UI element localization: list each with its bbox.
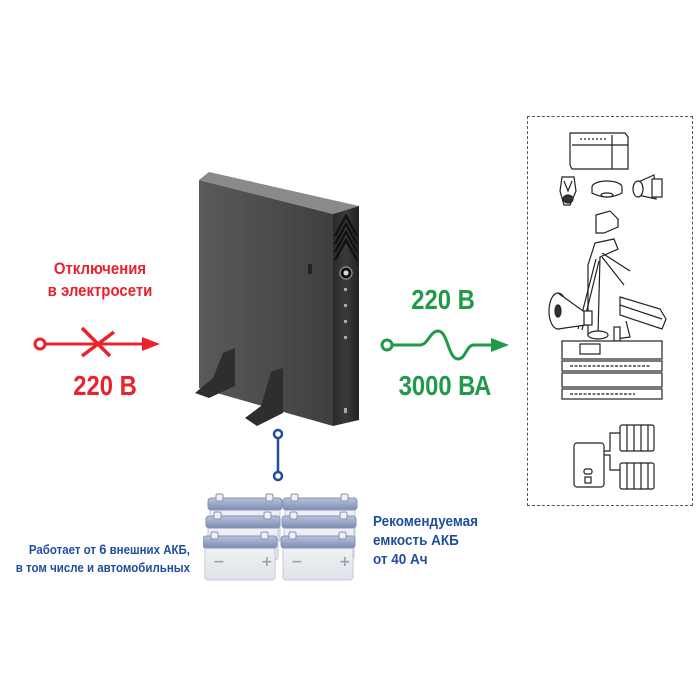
svg-text:−: − bbox=[291, 554, 303, 570]
outage-title-line2: в электросети bbox=[47, 281, 153, 300]
card-reader-icon bbox=[595, 210, 620, 234]
svg-text:−: − bbox=[213, 554, 225, 570]
motion-sensor-icon bbox=[559, 176, 577, 206]
loads-icons bbox=[548, 132, 667, 490]
sine-wave-arrow-icon bbox=[380, 329, 509, 361]
battery-count: 6 bbox=[99, 541, 107, 557]
output-voltage: 220 В bbox=[411, 284, 475, 315]
svg-text:+: + bbox=[261, 554, 273, 570]
loudspeaker-horn-icon bbox=[548, 292, 593, 330]
battery-note-suffix: внешних АКБ, bbox=[106, 543, 190, 557]
security-alarm-panel-icon bbox=[569, 132, 629, 170]
broken-power-line-arrow-icon bbox=[33, 326, 160, 358]
battery-note: Работает от 6 внешних АКБ, в том числе и… bbox=[15, 540, 190, 577]
smoke-detector-icon bbox=[591, 180, 623, 198]
rack-equipment-icon bbox=[561, 330, 663, 400]
battery-note-line2: в том числе и автомобильных bbox=[15, 561, 191, 575]
capacity-line2: емкость АКБ bbox=[373, 532, 459, 549]
outage-title-line1: Отключения bbox=[53, 259, 147, 278]
siren-speaker-icon bbox=[632, 174, 663, 200]
battery-connector-icon bbox=[272, 428, 284, 482]
battery-bank-icon: − + − + bbox=[203, 493, 358, 581]
ups-device-icon bbox=[195, 172, 359, 426]
capacity-line1: Рекомендуемая bbox=[373, 513, 479, 530]
input-voltage: 220 В bbox=[73, 370, 137, 401]
loads-panel bbox=[527, 116, 693, 506]
svg-text:+: + bbox=[339, 554, 351, 570]
cctv-camera-icon bbox=[613, 296, 667, 342]
capacity-note: Рекомендуемая емкость АКБ от 40 Ач bbox=[373, 512, 499, 569]
boiler-with-radiators-icon bbox=[573, 424, 655, 490]
capacity-line3: от 40 Ач bbox=[373, 551, 428, 568]
output-power: 3000 ВА bbox=[398, 370, 492, 401]
outage-title: Отключения в электросети bbox=[30, 258, 171, 302]
battery-note-prefix: Работает от bbox=[28, 543, 100, 557]
battery-note-line1: Работает от 6 внешних АКБ, bbox=[15, 540, 190, 559]
